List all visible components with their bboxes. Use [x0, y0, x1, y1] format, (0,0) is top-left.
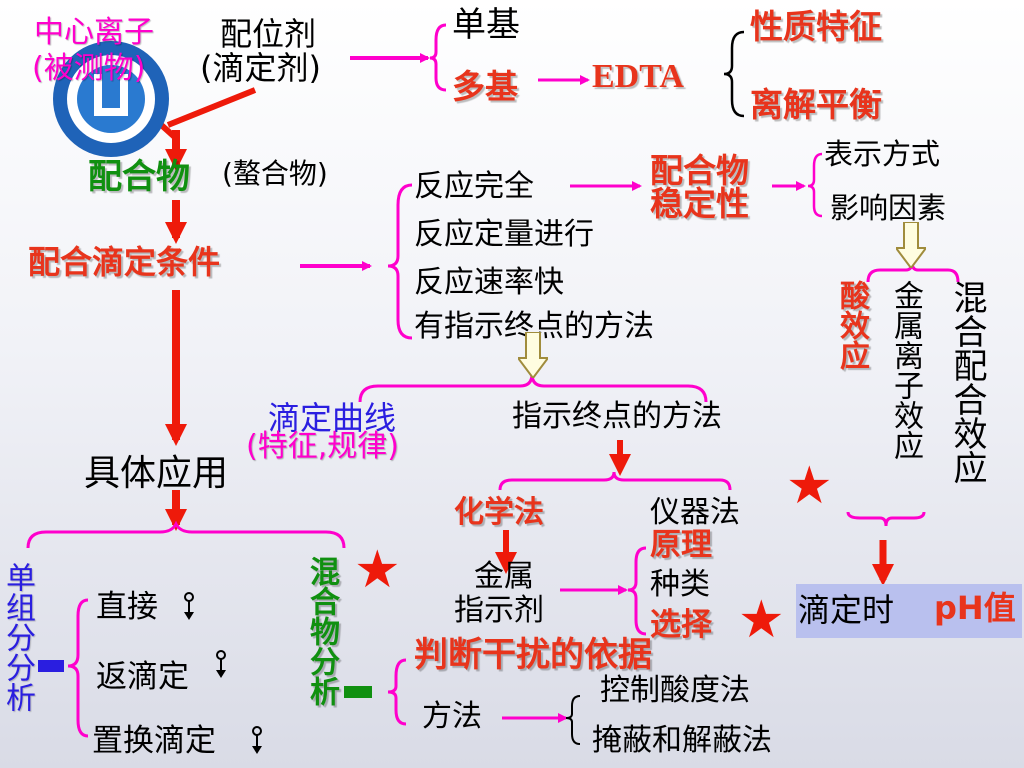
- single-component-analysis: 单组分分析: [0, 562, 35, 712]
- interference-method: 方法: [422, 699, 482, 734]
- brace-methods: [498, 471, 732, 491]
- curve-paren: (特征,规律): [246, 429, 399, 464]
- brace-effects-bottom: [846, 511, 926, 527]
- aspect-selection: 选择: [650, 607, 712, 643]
- acid-effect: 酸效应: [834, 280, 869, 370]
- multi-dentate: 多基: [452, 67, 518, 106]
- hollow-arrow-down-icon: [518, 332, 548, 378]
- ph-value: pH值: [934, 589, 1016, 627]
- method-direct: 直接: [96, 589, 158, 625]
- method-replacement: 置换滴定: [92, 723, 216, 759]
- aspect-type: 种类: [650, 567, 710, 602]
- star-icon: ★: [354, 540, 401, 600]
- option-acidity-control: 控制酸度法: [600, 673, 750, 708]
- brace-edta: [723, 30, 745, 118]
- brace-applications: [26, 520, 346, 549]
- ligand-paren: (滴定剂): [200, 49, 321, 87]
- option-masking: 掩蔽和解蔽法: [592, 723, 772, 758]
- brace-endpoint: [358, 373, 708, 403]
- conditions-label: 配合滴定条件: [28, 243, 221, 281]
- star-icon: ★: [786, 456, 833, 516]
- indicator-tube-icon: [216, 650, 226, 678]
- metal-ion-effect: 金属离子效应: [888, 280, 923, 460]
- complex-label: 配合物: [88, 157, 190, 197]
- brace-stability: [807, 152, 823, 218]
- applications-label: 具体应用: [84, 453, 229, 494]
- single-dentate: 单基: [452, 5, 520, 45]
- red-line-ligand: [166, 87, 257, 128]
- ph-box: [796, 584, 1022, 638]
- condition-item-3: 反应速率快: [414, 265, 564, 300]
- endpoint-label: 指示终点的方法: [512, 399, 722, 434]
- aspect-principle: 原理: [650, 527, 712, 563]
- edta-property-2: 离解平衡: [750, 85, 882, 124]
- center-ion-label: 中心离子: [34, 15, 154, 50]
- ligand-label: 配位剂: [220, 15, 317, 53]
- method-back: 返滴定: [96, 659, 189, 695]
- condition-item-2: 反应定量进行: [414, 217, 594, 252]
- condition-item-1: 反应完全: [414, 169, 534, 204]
- instrument-method: 仪器法: [650, 495, 740, 530]
- ph-prefix: 滴定时: [798, 591, 895, 629]
- indicator-label: 金属: [474, 559, 534, 594]
- indicator-label-2: 指示剂: [454, 593, 544, 628]
- indicator-tube-icon: [184, 592, 194, 620]
- edta-label: EDTA: [592, 58, 684, 95]
- brace-conditions: [387, 183, 413, 340]
- brace-method-options: [565, 695, 581, 745]
- indicator-tube-icon: [252, 726, 262, 754]
- brace-indicator: [627, 546, 647, 636]
- edta-property-1: 性质特征: [750, 7, 882, 46]
- stability-item-1: 表示方式: [824, 137, 941, 171]
- university-logo: [53, 41, 169, 157]
- mixed-complex-effect: 混合配合效应: [947, 280, 987, 484]
- hollow-arrow-down-icon: [896, 222, 926, 268]
- star-icon: ★: [738, 590, 785, 650]
- brace-mixed: [387, 658, 407, 726]
- mixture-analysis: 混合物分析: [304, 556, 339, 706]
- brace-single: [67, 598, 89, 738]
- complex-paren: (螯合物): [222, 157, 328, 190]
- interference-label: 判断干扰的依据: [414, 635, 652, 675]
- chemical-method: 化学法: [454, 495, 544, 530]
- stability-label: 配合物 稳定性: [650, 151, 749, 223]
- center-ion-paren: (被测物): [32, 51, 146, 86]
- stability-item-2: 影响因素: [830, 191, 947, 225]
- brace-ligand: [429, 23, 447, 92]
- curve-label: 滴定曲线: [268, 399, 397, 437]
